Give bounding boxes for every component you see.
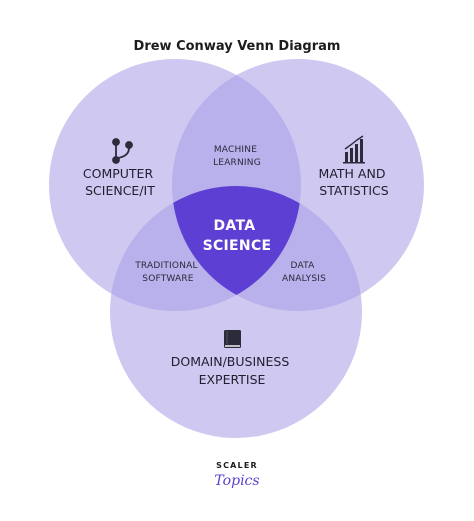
brand-script-text: Topics	[214, 473, 259, 489]
traditional-software-label: TRADITIONAL SOFTWARE	[134, 261, 201, 284]
domain-expertise-label: DOMAIN/BUSINESS EXPERTISE	[171, 354, 294, 387]
data-analysis-label: DATA ANALYSIS	[282, 261, 326, 284]
math-statistics-label: MATH AND STATISTICS	[319, 166, 390, 198]
diagram-title: Drew Conway Venn Diagram	[134, 39, 341, 54]
brand-top-text: SCALER	[216, 461, 258, 470]
book-icon	[224, 330, 241, 348]
git-branch-icon	[112, 138, 133, 164]
bar-chart-icon	[343, 135, 365, 164]
domain-expertise-circle	[110, 186, 362, 438]
machine-learning-label: MACHINE LEARNING	[213, 145, 261, 168]
computer-science-label: COMPUTER SCIENCE/IT	[83, 166, 157, 198]
data-science-label: DATA SCIENCE	[203, 218, 272, 254]
